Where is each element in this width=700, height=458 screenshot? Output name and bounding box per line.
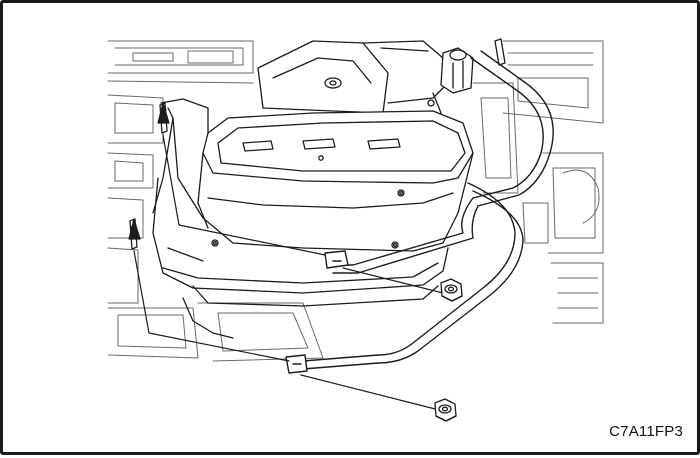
vehicle-underbody: [107, 40, 604, 362]
strap-nut-upper: [440, 278, 463, 302]
strap-nut-lower: [434, 398, 457, 422]
installation-leader-lines: [128, 102, 444, 412]
exhaust-pipe-bracket: [257, 38, 506, 122]
rear-tank-strap: [324, 50, 554, 274]
figure-code: C7A11FP3: [609, 423, 683, 440]
front-tank-strap: [285, 182, 524, 374]
fuel-tank: [152, 98, 474, 339]
fuel-tank-strap-illustration: [107, 38, 604, 422]
